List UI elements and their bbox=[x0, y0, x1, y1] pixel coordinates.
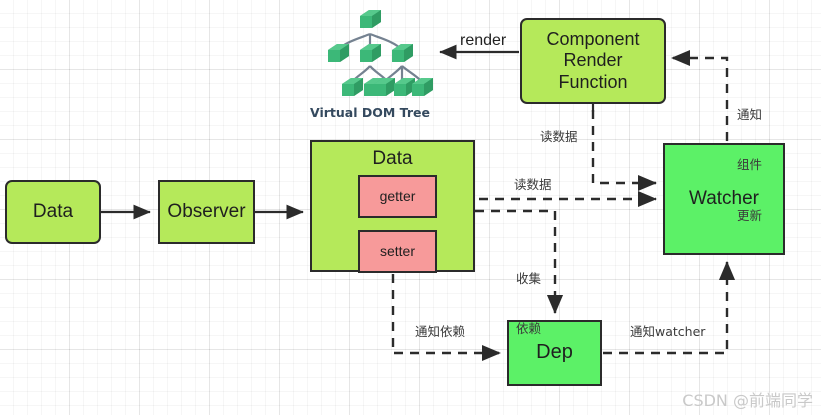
notify-component-update-line-3: 更新 bbox=[737, 208, 763, 223]
edge-label-notify-watcher: 通知watcher bbox=[630, 324, 706, 339]
node-watcher[interactable]: Watcher bbox=[663, 143, 785, 255]
node-observer-label: Observer bbox=[167, 200, 246, 222]
node-dep-label: Dep bbox=[536, 341, 573, 364]
node-getter-label: getter bbox=[379, 188, 416, 205]
edge-label-notify-component-update: 通知 组件 更新 bbox=[737, 73, 762, 259]
edge-label-read-data-bottom: 读数据 bbox=[514, 177, 552, 192]
vdom-cubes bbox=[328, 10, 433, 96]
notify-component-update-line-1: 通知 bbox=[737, 106, 763, 122]
crf-line-2: Render bbox=[563, 50, 623, 71]
edge-watcher-to-crf-update bbox=[671, 49, 729, 141]
csdn-watermark: CSDN @前端同学 bbox=[682, 391, 813, 410]
virtual-dom-tree-illustration: Virtual DOM Tree bbox=[305, 4, 435, 120]
node-observer[interactable]: Observer bbox=[158, 180, 255, 244]
node-setter[interactable]: setter bbox=[358, 230, 437, 273]
edge-label-render: render bbox=[460, 32, 507, 49]
virtual-dom-tree-icon bbox=[328, 10, 433, 96]
crf-line-1: Component bbox=[546, 29, 640, 50]
collect-dependency-line-2: 依赖 bbox=[516, 321, 542, 337]
edge-label-notify-dependency: 通知依赖 bbox=[415, 324, 466, 339]
node-data-left[interactable]: Data bbox=[5, 180, 101, 244]
node-data-left-label: Data bbox=[32, 200, 74, 222]
edge-getter-to-dep-collect bbox=[475, 209, 564, 314]
edge-crf-to-watcher-read bbox=[591, 110, 657, 192]
node-component-render-function[interactable]: Component Render Function bbox=[520, 18, 666, 104]
node-setter-label: setter bbox=[379, 243, 415, 260]
node-data-main-label: Data bbox=[372, 148, 413, 169]
edge-label-collect-dependency: 收集 依赖 bbox=[516, 237, 541, 372]
node-getter[interactable]: getter bbox=[358, 175, 437, 218]
crf-line-3: Function bbox=[558, 71, 628, 92]
node-data-main[interactable]: Data getter setter bbox=[310, 140, 475, 273]
edge-data-to-dep-notify bbox=[391, 274, 501, 362]
collect-dependency-line-1: 收集 bbox=[516, 270, 542, 286]
notify-component-update-line-2: 组件 bbox=[737, 157, 763, 173]
virtual-dom-tree-caption: Virtual DOM Tree bbox=[310, 105, 430, 120]
node-watcher-label: Watcher bbox=[688, 187, 760, 209]
edge-label-read-data-top: 读数据 bbox=[540, 129, 578, 144]
node-dep[interactable]: Dep bbox=[507, 320, 602, 386]
